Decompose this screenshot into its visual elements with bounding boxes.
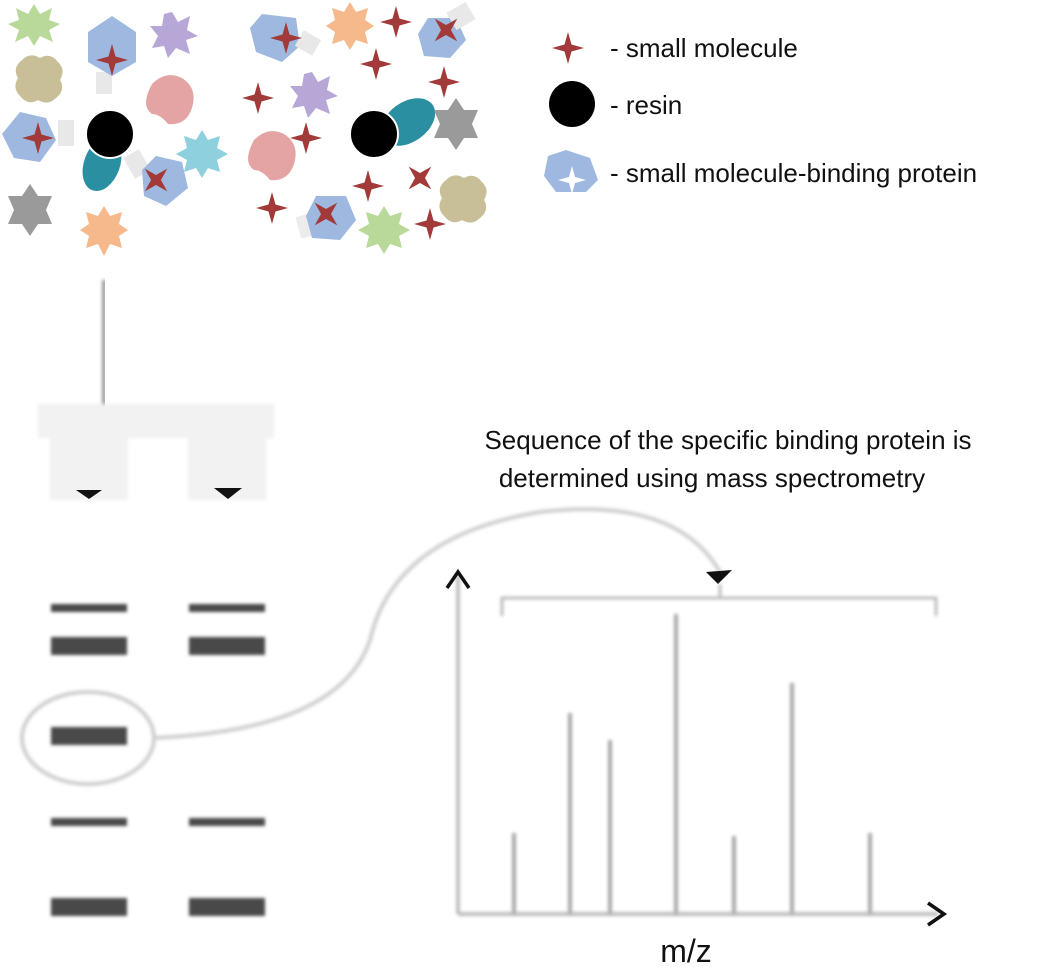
gel-band-lane1 xyxy=(51,637,127,655)
cyan-burst-icon xyxy=(176,130,228,178)
caption: Sequence of the specific binding protein… xyxy=(484,425,971,493)
green-burst-icon xyxy=(358,206,410,254)
small-molecule-icon xyxy=(360,48,392,80)
orange-burst-icon xyxy=(80,206,128,256)
resin-bead-icon xyxy=(349,109,399,159)
small-molecule-icon xyxy=(380,6,412,38)
peak-bracket xyxy=(500,584,938,616)
small-molecule-icon xyxy=(242,82,274,114)
legend-resin-label: - resin xyxy=(610,90,682,120)
connector-curve xyxy=(153,507,722,740)
gel-band-lane2 xyxy=(189,637,265,655)
resin-bead-icon xyxy=(85,109,135,159)
tan-blob-icon xyxy=(439,175,487,223)
lane1-arrow-icon xyxy=(76,490,102,499)
purple-burst-icon xyxy=(290,72,338,118)
binding-protein-icon xyxy=(418,18,466,58)
gel-bands xyxy=(51,604,265,916)
mixture-right xyxy=(242,1,487,254)
x-axis-label: m/z xyxy=(660,933,712,967)
gel xyxy=(20,404,274,916)
pink-protein-icon xyxy=(248,131,296,181)
gel-band-lane2 xyxy=(189,818,265,826)
small-molecule-icon xyxy=(428,66,460,98)
gel-band-lane2 xyxy=(189,604,265,612)
legend-small-molecule-icon xyxy=(552,32,584,64)
orange-burst-icon xyxy=(326,2,374,50)
grey-star-icon xyxy=(434,98,478,150)
x-axis-arrow-icon xyxy=(927,901,948,927)
purple-burst-icon xyxy=(150,12,198,58)
connector-arrow-icon xyxy=(706,570,732,584)
pink-protein-icon xyxy=(146,75,194,125)
caption-line1: Sequence of the specific binding protein… xyxy=(484,425,971,455)
gel-band-lane1 xyxy=(51,818,127,826)
legend: - small molecule - resin - small molecul… xyxy=(544,32,977,194)
green-burst-icon xyxy=(8,4,60,46)
legend-small-molecule-label: - small molecule xyxy=(610,33,798,63)
small-molecule-icon xyxy=(256,192,288,224)
mixture-left xyxy=(2,4,228,256)
caption-line2: determined using mass spectrometry xyxy=(499,463,925,493)
grey-star-icon xyxy=(8,184,52,236)
fragment-shape xyxy=(294,30,322,56)
gel-comb xyxy=(38,404,274,500)
lane2-arrow-icon xyxy=(214,488,242,499)
binding-protein-icon xyxy=(142,156,188,206)
small-molecule-icon xyxy=(397,155,443,201)
fragment-shape xyxy=(58,120,74,146)
tan-blob-icon xyxy=(15,55,63,103)
gel-band-lane1 xyxy=(51,898,127,916)
legend-binding-protein-icon xyxy=(544,150,598,194)
legend-binding-protein-label: - small molecule-binding protein xyxy=(610,158,977,188)
gel-band-lane1 xyxy=(51,604,127,612)
gel-band-lane1-excised xyxy=(51,727,127,745)
small-molecule-icon xyxy=(414,208,446,240)
fragment-shape xyxy=(96,72,112,94)
small-molecule-icon xyxy=(352,170,384,202)
spectrum-axes xyxy=(456,576,938,916)
y-axis-arrow-icon xyxy=(445,568,471,589)
mass-spectrum: m/z xyxy=(445,568,948,967)
gel-band-lane2 xyxy=(189,898,265,916)
spectrum-peaks xyxy=(512,614,872,914)
legend-resin-icon xyxy=(549,81,595,127)
